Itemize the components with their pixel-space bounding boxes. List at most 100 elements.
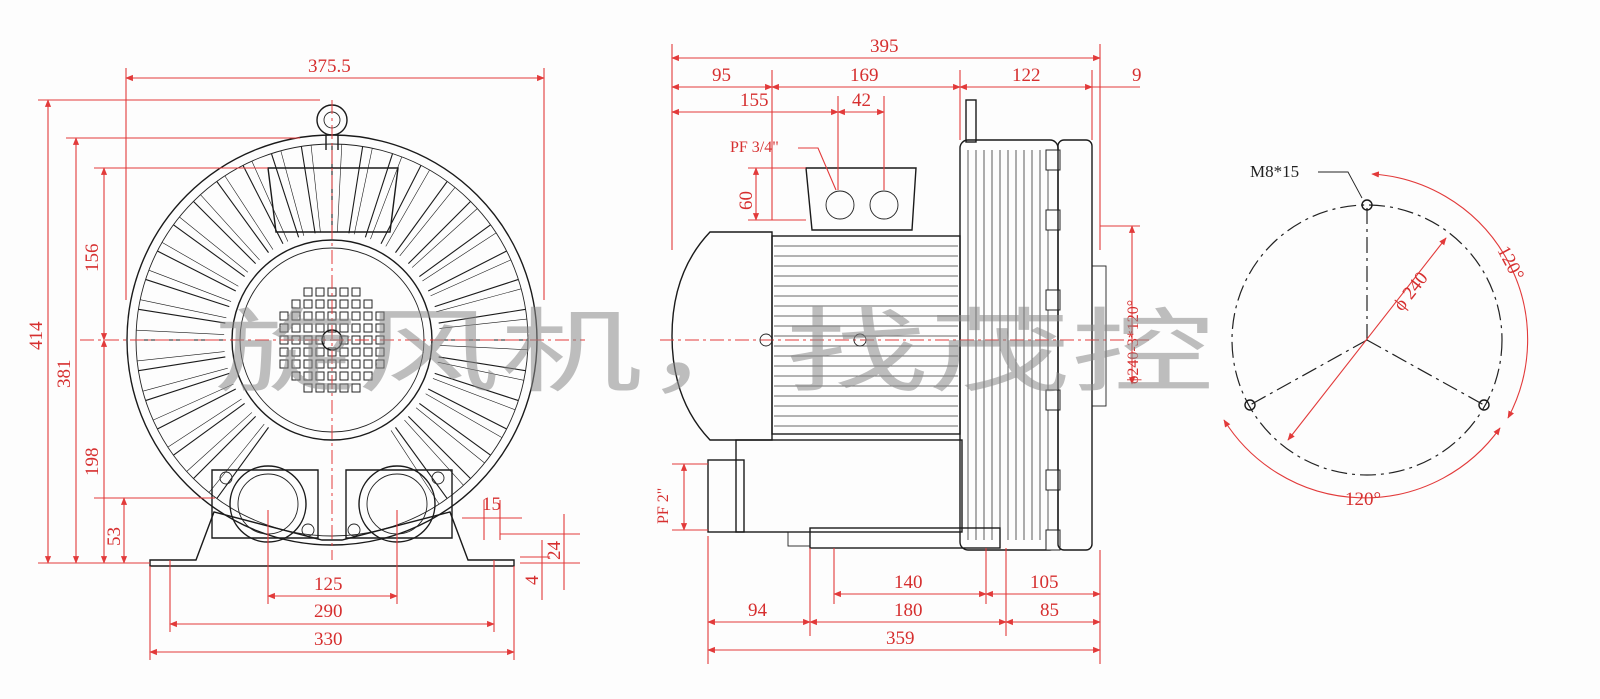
housing-fin-edge xyxy=(186,412,253,472)
dim-height-53: 53 xyxy=(104,527,125,546)
housing-fin-edge xyxy=(161,242,239,287)
radial-line-left xyxy=(1249,339,1368,406)
dim-4-label: 4 xyxy=(522,575,543,585)
blower-fins xyxy=(967,149,1061,551)
dim-359-label: 359 xyxy=(886,628,915,649)
housing-clamp xyxy=(1045,209,1061,231)
housing-fin xyxy=(173,403,245,456)
housing-fin-edge xyxy=(142,367,228,392)
dim-180-label: 180 xyxy=(894,600,923,621)
housing-fin xyxy=(380,165,422,245)
grille-cell xyxy=(339,323,349,333)
grille-cell xyxy=(363,359,373,369)
grille-cell xyxy=(291,323,301,333)
bolt-hole-left xyxy=(1244,399,1256,411)
housing-fin-edge xyxy=(370,156,403,240)
housing-clamp xyxy=(1045,469,1061,491)
grille-cell xyxy=(279,347,289,357)
grille-cell xyxy=(291,359,301,369)
port-top-label: PF 3/4" xyxy=(730,139,779,156)
dim-330-label: 330 xyxy=(314,629,343,650)
grille-cell xyxy=(303,371,313,381)
housing-fin-edge xyxy=(137,351,225,362)
housing-fin xyxy=(348,146,364,234)
housing-fin xyxy=(427,250,507,292)
housing-fin-edge xyxy=(148,269,232,302)
dim-95-label: 95 xyxy=(712,65,731,86)
pf34-leader xyxy=(798,147,837,191)
grille-cell xyxy=(351,359,361,369)
flange-view: M8*15 ϕ 240 120° 120° xyxy=(1223,162,1529,510)
dim-85-label: 85 xyxy=(1040,600,1059,621)
grille-cell xyxy=(303,299,313,309)
grille-cell xyxy=(291,347,301,357)
grille-cell xyxy=(351,323,361,333)
housing-clamp xyxy=(1045,389,1061,411)
terminal-box-front xyxy=(267,167,399,233)
radial-line-right xyxy=(1366,339,1485,406)
grille-cell xyxy=(315,371,325,381)
grille-cell xyxy=(363,323,373,333)
dim-15-label: 15 xyxy=(482,494,501,515)
angle-bottom-label: 120° xyxy=(1345,489,1381,510)
housing-fin-edge xyxy=(422,232,497,282)
grille-cell xyxy=(315,383,325,393)
grille-cell xyxy=(303,359,313,369)
grille-cell xyxy=(339,287,349,297)
housing-clamp xyxy=(1045,149,1061,171)
diameter-label: ϕ 240 xyxy=(1389,268,1432,315)
housing-fin-edge xyxy=(337,144,343,233)
housing-fin xyxy=(364,153,394,238)
grille-cell xyxy=(291,299,301,309)
side-dimensions: 395 95 169 122 9 155 42 PF 3/4" 60 ϕ240-… xyxy=(655,36,1142,664)
housing-clamp xyxy=(1045,289,1061,311)
housing-fin xyxy=(419,224,491,277)
grille-cell xyxy=(303,383,313,393)
dim-125-label: 125 xyxy=(314,574,343,595)
housing-fin-edge xyxy=(385,169,430,247)
terminal-box-side xyxy=(805,167,917,231)
housing-fin xyxy=(434,278,519,308)
housing-fin xyxy=(138,356,226,372)
grille-cell xyxy=(375,323,385,333)
housing-fin xyxy=(216,427,269,499)
housing-fin xyxy=(395,181,448,253)
port-side-label: PF 2" xyxy=(655,488,672,524)
grille-cell xyxy=(303,323,313,333)
bolt-label: M8*15 xyxy=(1250,162,1299,181)
grille-cell xyxy=(303,311,313,321)
grille-cell xyxy=(315,323,325,333)
grille-cell xyxy=(315,299,325,309)
housing-fin-edge xyxy=(430,259,511,297)
dim-94-label: 94 xyxy=(748,600,768,621)
motor-ribs xyxy=(774,245,958,427)
housing-fin-edge xyxy=(153,383,234,421)
front-view xyxy=(80,100,585,567)
dim-overall-length: 395 xyxy=(870,36,899,57)
dim-height-156: 156 xyxy=(82,244,103,273)
bolt-leader xyxy=(1318,171,1363,199)
flange-spec-label: ϕ240-3*120° xyxy=(1125,300,1142,384)
housing-fin-edge xyxy=(136,329,225,335)
grille-cell xyxy=(303,287,313,297)
dim-169-label: 169 xyxy=(850,65,879,86)
housing-fin xyxy=(145,372,230,402)
grille-cell xyxy=(339,383,349,393)
side-lifting-lug xyxy=(965,99,977,143)
housing-fin-edge xyxy=(224,175,274,250)
housing-fin xyxy=(193,415,257,479)
grille-cell xyxy=(339,371,349,381)
lower-block xyxy=(735,439,963,533)
grille-cell xyxy=(375,311,385,321)
grille-cell xyxy=(279,311,289,321)
dim-height-total: 414 xyxy=(26,321,47,350)
grille-cell xyxy=(363,311,373,321)
dim-height-198: 198 xyxy=(82,448,103,477)
housing-fin-edge xyxy=(437,361,524,381)
housing-fin xyxy=(157,388,237,430)
grille-cell xyxy=(303,347,313,357)
housing-fin xyxy=(157,250,237,292)
grille-cell xyxy=(339,347,349,357)
